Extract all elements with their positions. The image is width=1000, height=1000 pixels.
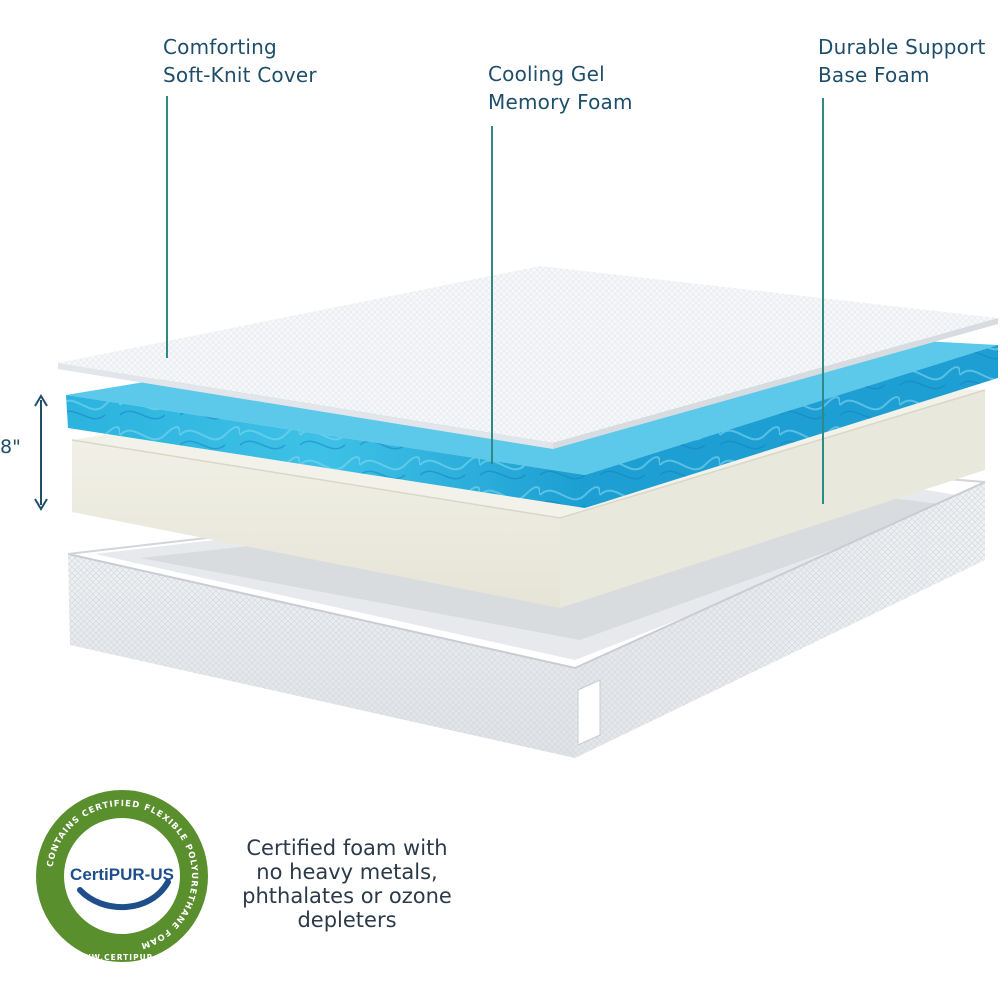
cover-callout-line2: Soft-Knit Cover xyxy=(163,63,317,87)
height-label: 8" xyxy=(0,436,21,458)
cert-text-line2: no heavy metals, xyxy=(256,860,438,884)
cert-text-line4: depleters xyxy=(297,908,397,932)
cover-callout: Comforting Soft-Knit Cover xyxy=(163,33,317,89)
height-arrow xyxy=(34,394,48,511)
gel-leader-line xyxy=(491,126,493,464)
cover-leader-line xyxy=(166,96,168,358)
certipur-us-seal: CONTAINS CERTIFIED FLEXIBLE POLYURETHANE… xyxy=(36,790,208,962)
certification-text: Certified foam with no heavy metals, pht… xyxy=(222,836,472,932)
cover-callout-line1: Comforting xyxy=(163,35,277,59)
cert-text-line1: Certified foam with xyxy=(246,836,448,860)
base-callout-line2: Base Foam xyxy=(818,63,930,87)
cert-text-line3: phthalates or ozone xyxy=(242,884,452,908)
gel-callout-line1: Cooling Gel xyxy=(488,62,605,86)
base-callout: Durable Support Base Foam xyxy=(818,33,986,89)
base-leader-line xyxy=(822,98,824,504)
base-callout-line1: Durable Support xyxy=(818,35,986,59)
knit-cover-layer xyxy=(58,266,998,449)
seal-brand: CertiPUR-US xyxy=(70,865,174,884)
gel-callout-line2: Memory Foam xyxy=(488,90,633,114)
gel-callout: Cooling Gel Memory Foam xyxy=(488,60,633,116)
seal-url: WWW.CERTIPUR.US xyxy=(73,953,171,962)
